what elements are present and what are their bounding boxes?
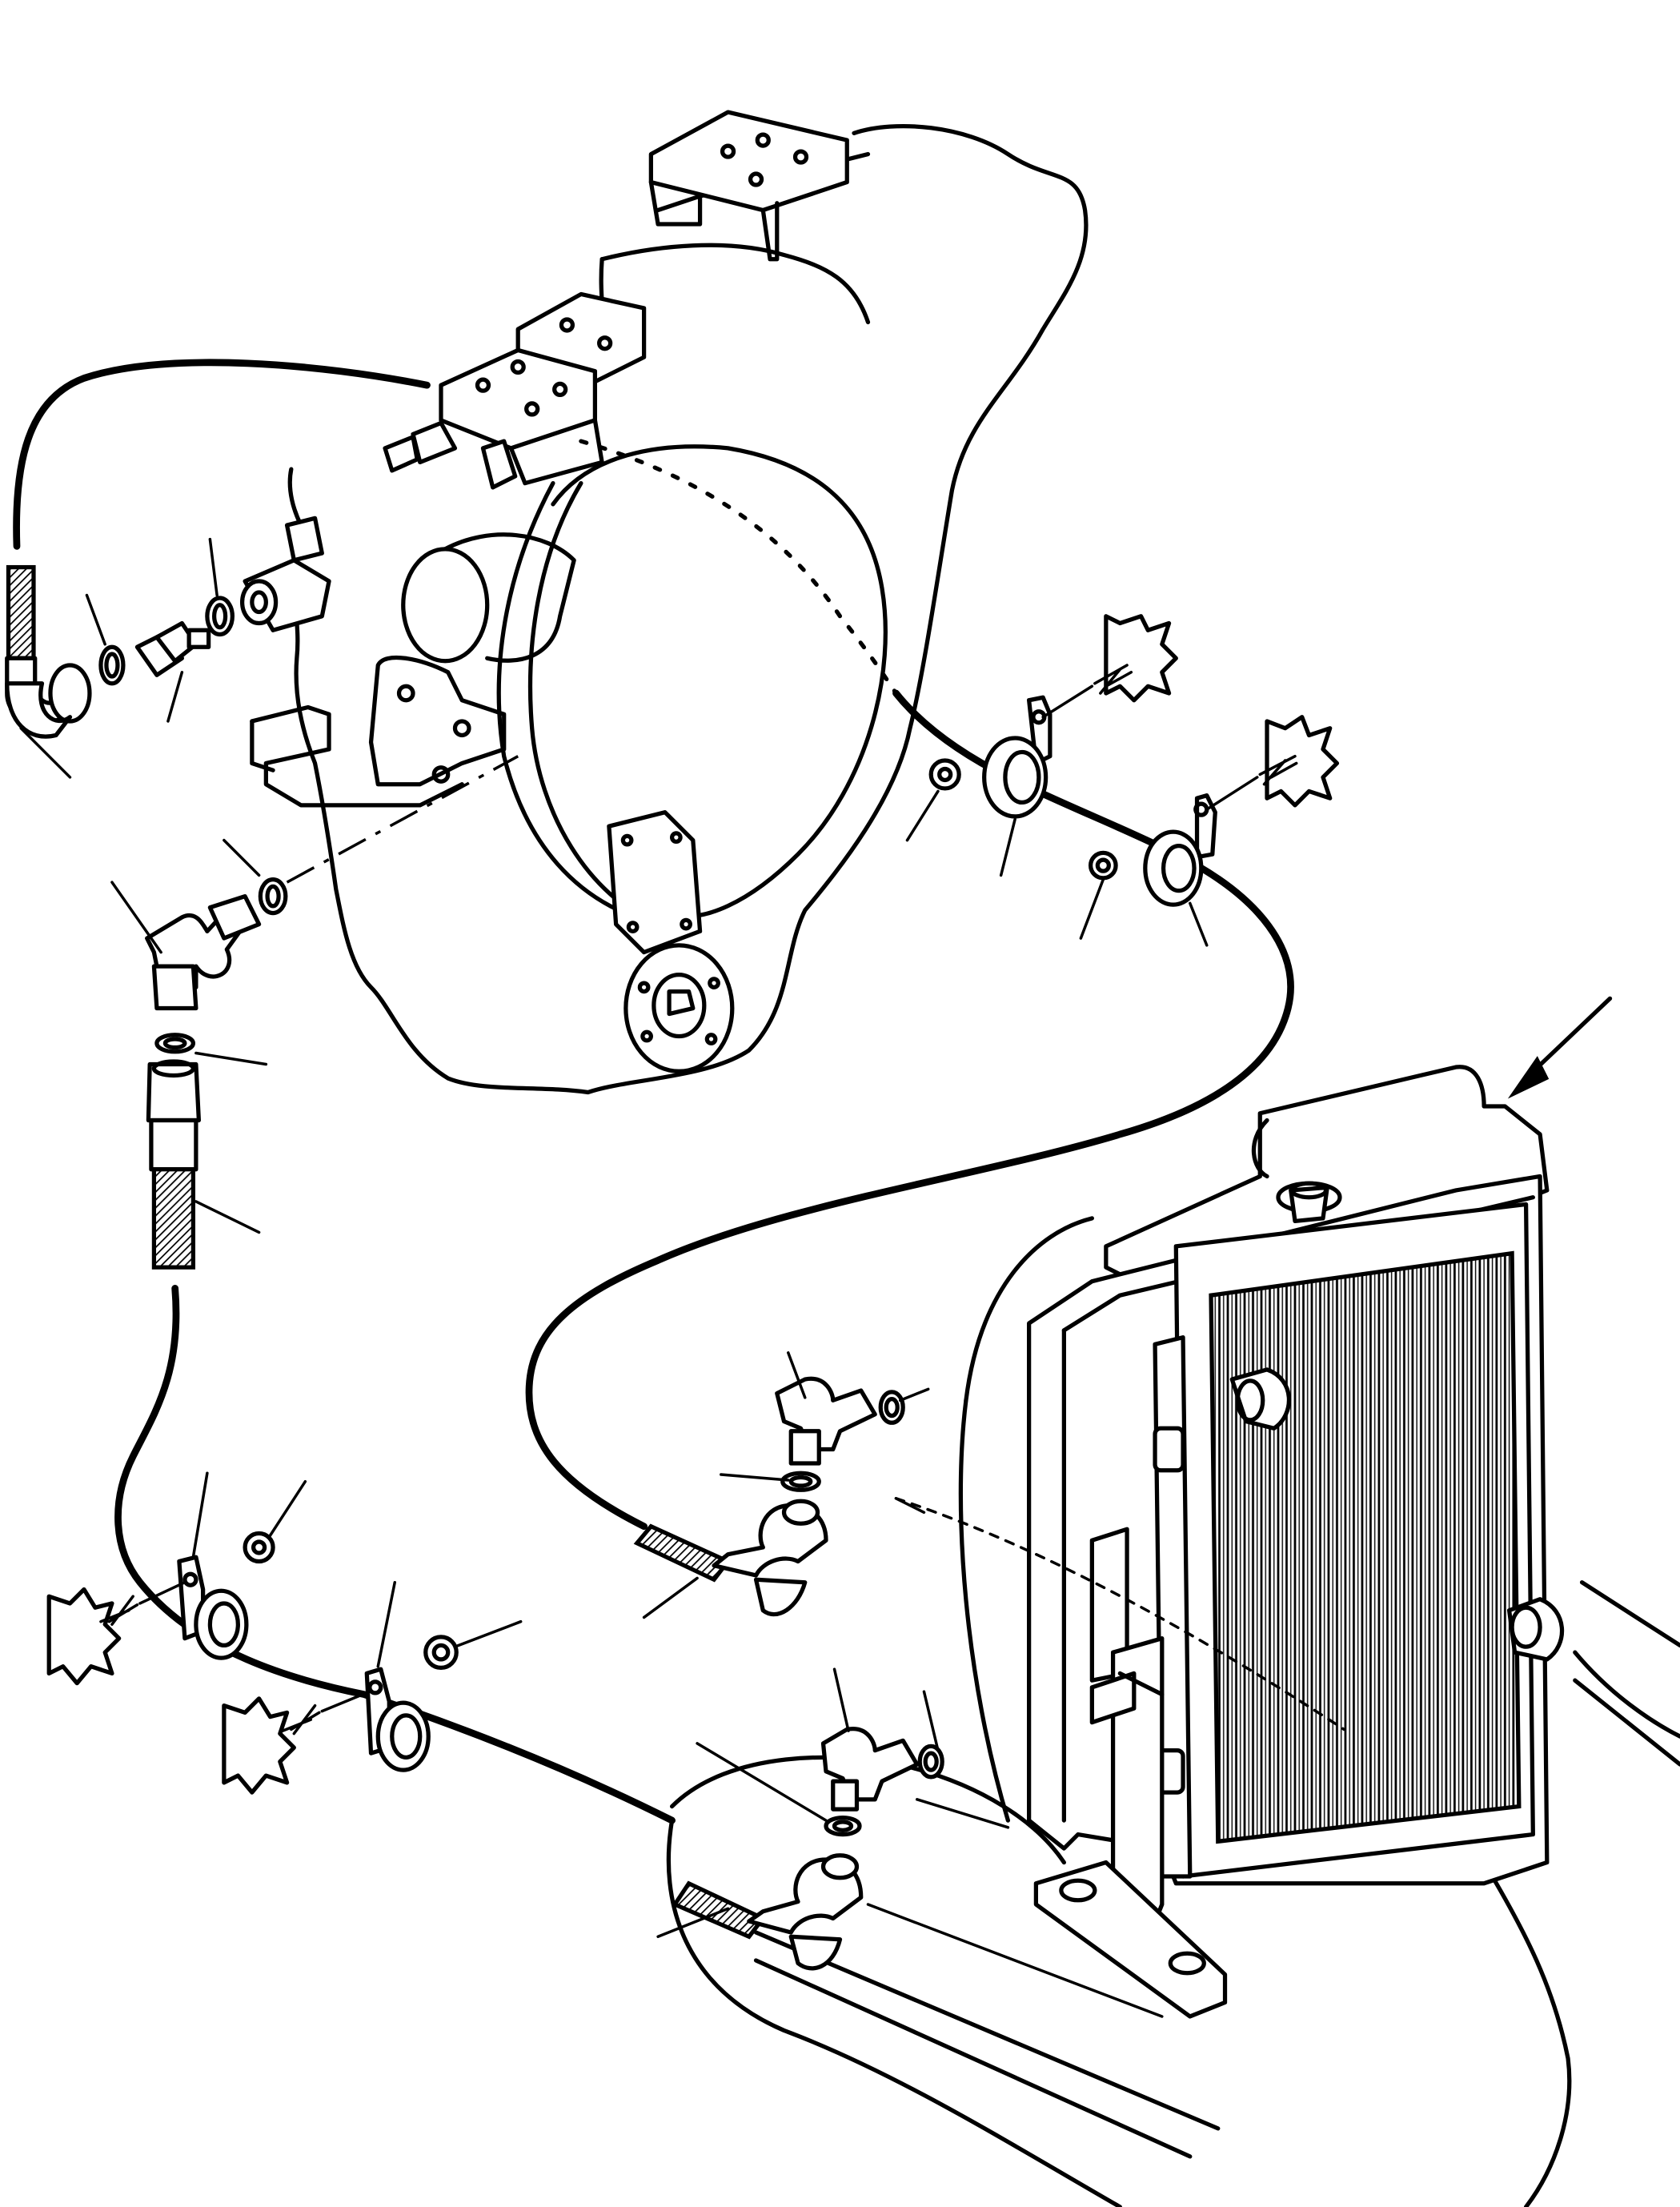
nut-upper-2-part: [1088, 850, 1118, 881]
nut-lower-1-part: [243, 1531, 275, 1564]
engine-housing: [239, 110, 1089, 1095]
o-ring-radiator-lower-part: [824, 1815, 862, 1837]
hose-end-radiator-upper-part: [633, 1499, 828, 1617]
view-arrow: [1507, 996, 1613, 1099]
elbow-radiator-lower-part: [820, 1727, 944, 1812]
hose-end-radiator-lower-part: [672, 1853, 1164, 2018]
o-ring-small-part: [205, 596, 235, 637]
clamp-upper-2-part: [1143, 715, 1340, 907]
left-hose-end-part: [5, 564, 92, 739]
elbow-left-part: [145, 755, 519, 1011]
o-ring-radiator-upper-part: [780, 1471, 821, 1492]
hose-dotted-hidden: [579, 439, 899, 696]
o-ring-left-lower-part: [154, 1033, 196, 1054]
hose-upper-loop: [13, 359, 431, 550]
clamp-upper-1-part: [982, 614, 1178, 819]
nut-lower-2-part: [423, 1635, 459, 1671]
hose-upper-to-radiator: [525, 689, 1294, 1531]
o-ring-1-part: [98, 644, 126, 686]
clamp-lower-1-part: [46, 1555, 249, 1686]
elbow-radiator-upper-part: [775, 1376, 905, 1466]
leader-lines: [19, 537, 1209, 1939]
clamp-lower-2-part: [222, 1667, 431, 1795]
hose-lower-loop: [114, 1285, 676, 1824]
nut-upper-1-part: [928, 758, 961, 791]
adapter-upper-left-part: [134, 620, 211, 677]
radiator: [666, 1065, 1680, 2207]
hose-left-vertical-part: [146, 1059, 202, 1270]
